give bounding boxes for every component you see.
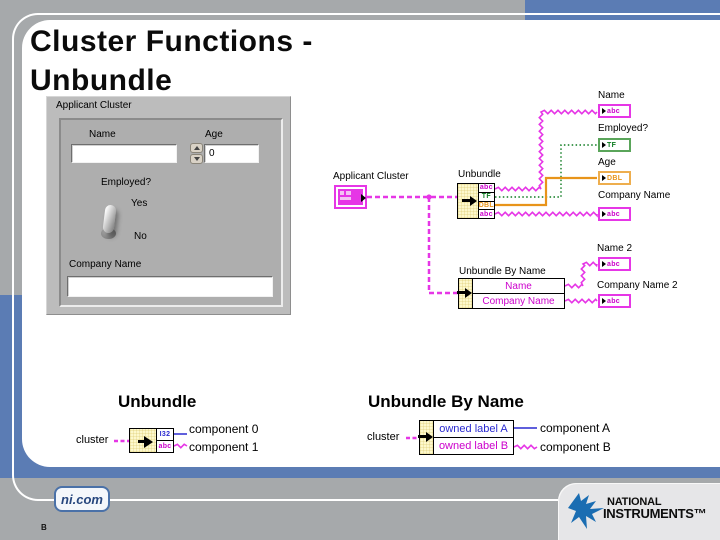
legend-component0-label: component 0 bbox=[189, 422, 259, 436]
legend-ubn-node-body bbox=[418, 421, 434, 454]
terminal-output-arrow-icon bbox=[361, 194, 366, 202]
ni-eagle-icon bbox=[568, 493, 604, 529]
name2-indicator: abc bbox=[598, 257, 631, 271]
name-indicator: abc bbox=[598, 104, 631, 118]
legend-owned-label-a: owned label A bbox=[434, 421, 513, 438]
yes-label: Yes bbox=[131, 198, 148, 209]
employed-indicator: TF bbox=[598, 138, 631, 152]
employed-toggle[interactable] bbox=[98, 204, 122, 242]
indicator-arrow-icon bbox=[602, 108, 606, 114]
ni-brand-line2: INSTRUMENTS™ bbox=[603, 506, 707, 521]
cluster-terminal-glyph bbox=[338, 189, 363, 205]
spinner-down-icon[interactable] bbox=[190, 154, 203, 164]
title-line-2: Unbundle bbox=[30, 64, 173, 97]
age-label: Age bbox=[205, 129, 223, 140]
name-label: Name bbox=[89, 129, 116, 140]
no-label: No bbox=[134, 231, 147, 242]
unbundle-node-body bbox=[458, 184, 479, 218]
top-right-accent-bar bbox=[525, 0, 720, 20]
legend-ubn-node: owned label A owned label B bbox=[418, 420, 514, 455]
unbundle-node: abc TF DBL abc bbox=[457, 183, 495, 219]
bottom-accent-bar bbox=[0, 467, 720, 478]
spinner-up-icon[interactable] bbox=[190, 143, 203, 153]
unbundle-cell-abc-2: abc bbox=[479, 210, 493, 218]
name-field[interactable] bbox=[71, 144, 177, 163]
company2-indicator: abc bbox=[598, 294, 631, 308]
page-letter: B bbox=[41, 523, 47, 532]
left-accent-bar bbox=[0, 295, 22, 478]
name-indicator-label: Name bbox=[598, 90, 625, 101]
indicator-arrow-icon bbox=[602, 175, 606, 181]
unbundle-cell-abc-1: abc bbox=[478, 184, 494, 193]
toggle-base bbox=[101, 228, 116, 239]
age-indicator-label: Age bbox=[598, 157, 616, 168]
legend-component1-label: component 1 bbox=[189, 440, 259, 454]
node-arrow-icon bbox=[418, 432, 433, 442]
node-arrow-icon bbox=[138, 435, 153, 448]
indicator-arrow-icon bbox=[602, 298, 606, 304]
indicator-arrow-icon bbox=[602, 142, 606, 148]
company-field[interactable] bbox=[67, 276, 273, 297]
ni-logo-panel: NATIONAL INSTRUMENTS™ bbox=[558, 483, 720, 540]
cluster-border-label: Applicant Cluster bbox=[56, 100, 132, 111]
indicator-arrow-icon bbox=[602, 261, 606, 267]
company2-indicator-label: Company Name 2 bbox=[597, 280, 678, 291]
age-spinner[interactable] bbox=[190, 143, 203, 164]
legend-cluster-label-1: cluster bbox=[76, 434, 109, 446]
age-indicator: DBL bbox=[598, 171, 631, 185]
ubn-node: Name Company Name bbox=[457, 278, 565, 309]
age-field[interactable]: 0 bbox=[204, 144, 259, 163]
ni-brand-text: NATIONAL INSTRUMENTS™ bbox=[603, 496, 707, 521]
title-line-1: Cluster Functions - bbox=[30, 25, 313, 58]
unbundle-node-label: Unbundle bbox=[458, 169, 501, 180]
legend-cluster-label-2: cluster bbox=[367, 431, 400, 443]
frame-outline bbox=[12, 13, 720, 501]
legend-node-body bbox=[130, 429, 157, 452]
ni-brand-line1: NATIONAL bbox=[607, 496, 662, 508]
node-arrow-icon bbox=[457, 288, 472, 298]
cluster-terminal-icon bbox=[334, 185, 367, 209]
legend-componentB-label: component B bbox=[540, 440, 611, 454]
cluster-terminal-label: Applicant Cluster bbox=[333, 171, 409, 182]
legend-unbundle-heading: Unbundle bbox=[118, 392, 197, 411]
legend-owned-label-b: owned label B bbox=[438, 440, 509, 452]
ubn-node-body bbox=[457, 279, 473, 308]
front-panel: Applicant Cluster Name Age 0 Employed? Y… bbox=[46, 96, 291, 315]
cluster-border: Name Age 0 Employed? Yes No Company Name bbox=[59, 118, 283, 307]
legend-componentA-label: component A bbox=[540, 421, 611, 435]
unbundle-cell-tf: TF bbox=[478, 193, 494, 202]
legend-ubn-heading: Unbundle By Name bbox=[368, 392, 524, 411]
company-label: Company Name bbox=[69, 259, 142, 270]
ubn-row-name: Name bbox=[473, 279, 564, 294]
company-indicator: abc bbox=[598, 207, 631, 221]
indicator-arrow-icon bbox=[602, 211, 606, 217]
unbundle-cell-dbl: DBL bbox=[478, 201, 494, 211]
name2-indicator-label: Name 2 bbox=[597, 243, 633, 254]
node-arrow-icon bbox=[462, 196, 477, 206]
ubn-node-label: Unbundle By Name bbox=[459, 266, 546, 277]
legend-unbundle-node: I32 abc bbox=[129, 428, 174, 453]
employed-indicator-label: Employed? bbox=[598, 123, 649, 134]
ni-com-link[interactable]: ni.com bbox=[54, 486, 110, 512]
ubn-row-company: Company Name bbox=[482, 295, 555, 307]
employed-label: Employed? bbox=[101, 177, 152, 188]
legend-cell-i32: I32 bbox=[157, 429, 173, 441]
legend-cell-abc: abc bbox=[158, 443, 172, 450]
slide-title: Cluster Functions - Unbundle bbox=[30, 22, 313, 100]
company-indicator-label: Company Name bbox=[598, 190, 671, 201]
